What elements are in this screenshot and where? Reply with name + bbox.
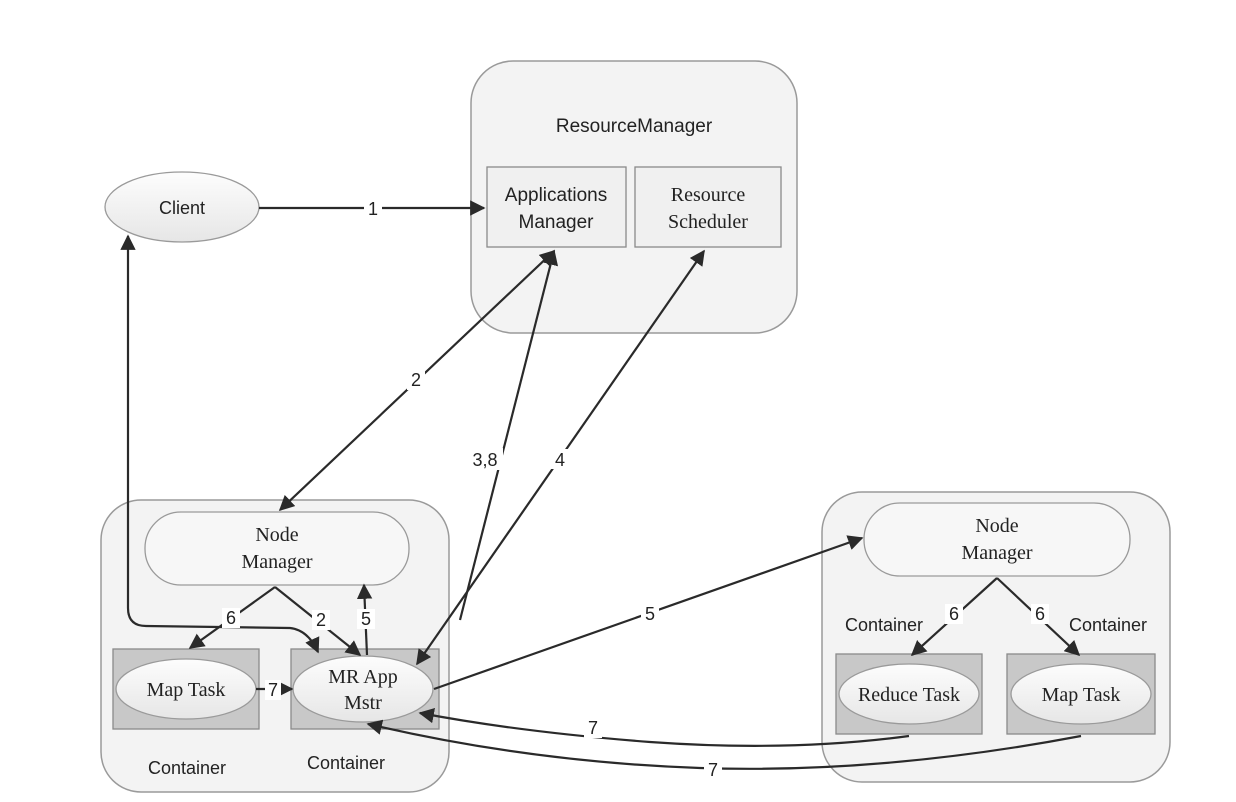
client-label: Client (159, 198, 205, 218)
label-1: 1 (368, 199, 378, 219)
mr-app-master-line2: Mstr (344, 692, 382, 714)
label-6-right-a: 6 (949, 604, 959, 624)
right-node-manager-line1: Node (975, 515, 1018, 537)
edge-7-map-mrapp (366, 719, 1082, 770)
label-5-up: 5 (361, 609, 371, 629)
right-container-label-2: Container (1069, 615, 1147, 635)
left-map-task: Map Task (147, 679, 226, 701)
client-node: Client (104, 171, 260, 243)
label-2-local: 2 (316, 610, 326, 630)
resource-manager-title: ResourceManager (556, 116, 713, 137)
left-node-manager-line2: Manager (241, 551, 312, 573)
left-node-manager-line1: Node (255, 524, 298, 546)
left-node-group: Node Manager Map Task MR App Mstr Contai… (100, 499, 450, 793)
left-container-label-2: Container (307, 753, 385, 773)
edge-labels: 1 2 3,8 4 5 5 2 6 7 6 6 7 7 (222, 199, 1049, 780)
label-6-left: 6 (226, 608, 236, 628)
applications-manager-line2: Manager (519, 212, 595, 233)
right-node-manager-line2: Manager (961, 542, 1032, 564)
resource-scheduler-line1: Resource (671, 184, 746, 206)
right-node-manager (863, 502, 1131, 577)
label-7-reduce: 7 (588, 718, 598, 738)
edge-7-reduce-mrapp (418, 708, 910, 747)
mr-app-master-line1: MR App (328, 666, 397, 688)
right-container-label-1: Container (845, 615, 923, 635)
resource-scheduler-box: Resource Scheduler (634, 166, 782, 248)
resource-scheduler-line2: Scheduler (668, 211, 748, 233)
reduce-task: Reduce Task (858, 684, 960, 706)
label-2: 2 (411, 370, 421, 390)
label-7-left: 7 (268, 680, 278, 700)
label-6-right-b: 6 (1035, 604, 1045, 624)
applications-manager-line1: Applications (505, 185, 607, 206)
left-container-label-1: Container (148, 758, 226, 778)
right-node-group: Node Manager Reduce Task Map Task Contai… (821, 491, 1171, 783)
left-node-manager (144, 511, 410, 586)
applications-manager-box: Applications Manager (486, 166, 627, 248)
label-38: 3,8 (472, 450, 497, 470)
label-4: 4 (555, 450, 565, 470)
edge-client-mrapp (120, 234, 320, 654)
label-7-map: 7 (708, 760, 718, 780)
label-5-right: 5 (645, 604, 655, 624)
right-map-task: Map Task (1042, 684, 1121, 706)
